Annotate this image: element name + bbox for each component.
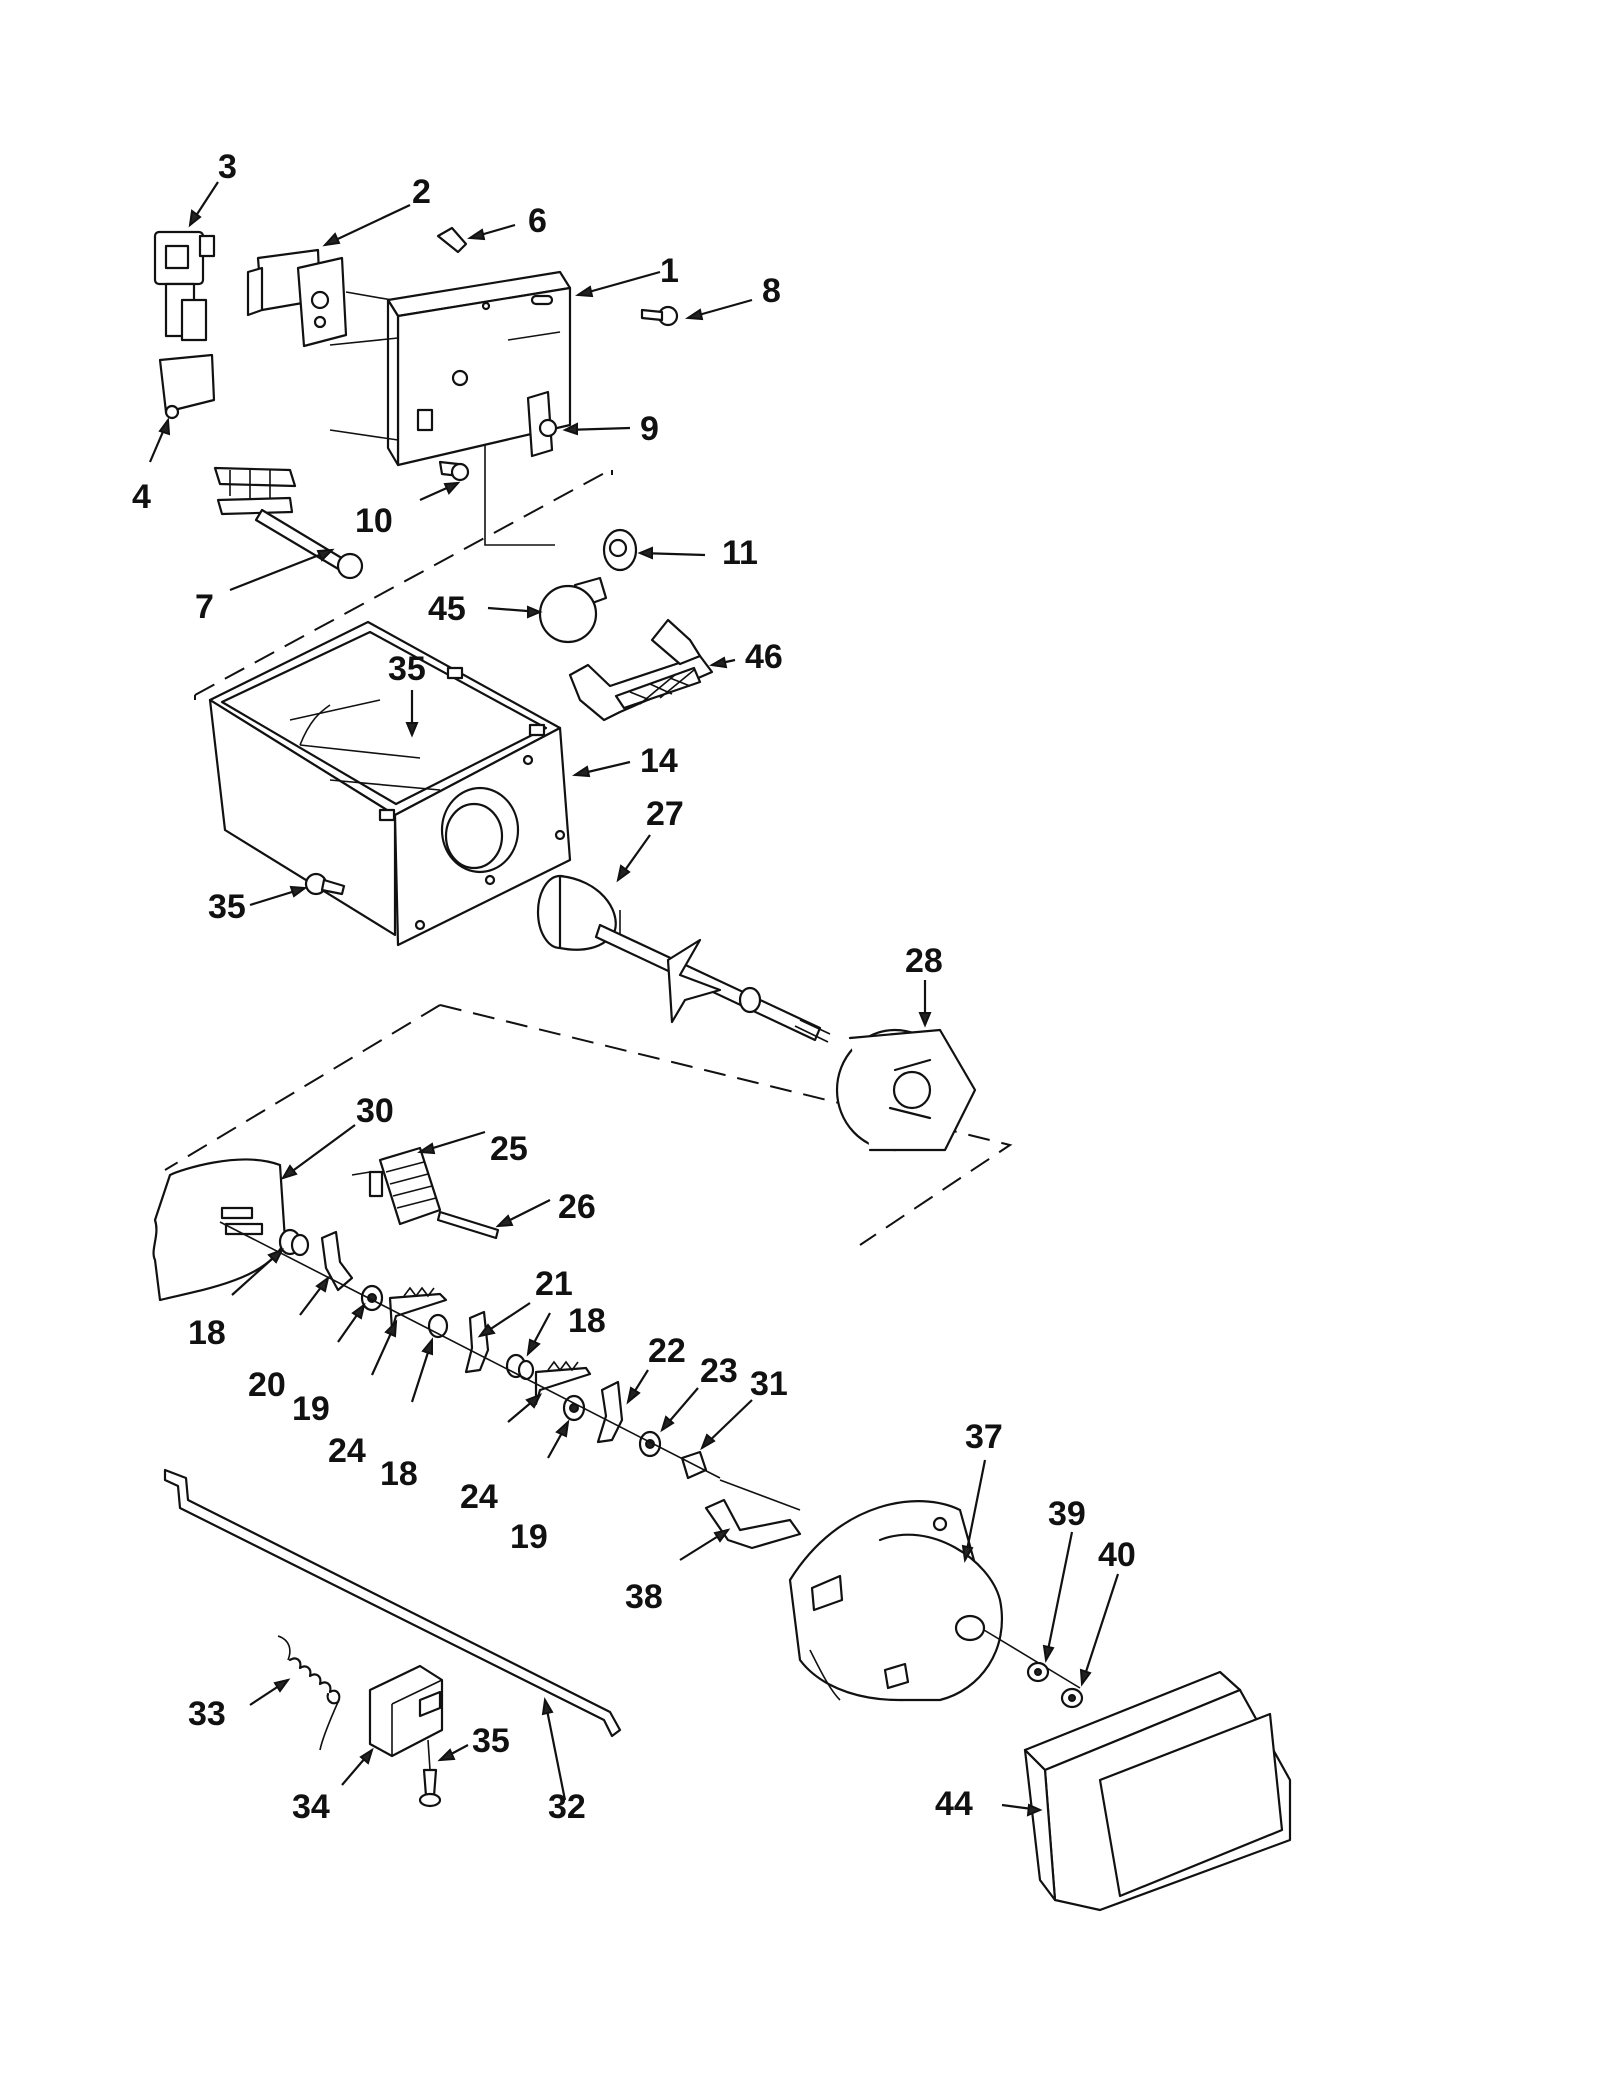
part-28-auger [594, 923, 977, 1152]
part-14-bin [208, 620, 572, 947]
part-38-connector [704, 1479, 802, 1550]
part-46-cover [568, 618, 714, 722]
callout-46: 46 [745, 638, 783, 676]
part-44-cover [1023, 1670, 1292, 1912]
part-3-valve [153, 230, 216, 420]
part-26-shaft [436, 1210, 500, 1240]
callout-18-left: 18 [188, 1314, 226, 1352]
callout-26: 26 [558, 1188, 596, 1226]
callout-25: 25 [490, 1130, 528, 1168]
callout-22: 22 [648, 1332, 686, 1370]
callout-18-right: 18 [568, 1302, 606, 1340]
callout-18-mid: 18 [380, 1455, 418, 1493]
callout-1: 1 [660, 252, 679, 290]
small-parts-chain [219, 1221, 721, 1480]
part-10-screw [438, 460, 470, 482]
part-35b-screw [304, 872, 346, 896]
callout-27: 27 [646, 795, 684, 833]
part-45-bulb [538, 576, 608, 644]
part-7-harness [213, 466, 364, 580]
callout-32: 32 [548, 1788, 586, 1826]
part-8-screw [640, 305, 679, 327]
part-33-spring [277, 1635, 341, 1751]
part-34-bracket [368, 1664, 444, 1758]
callout-28: 28 [905, 942, 943, 980]
part-39-40-washers [983, 1629, 1084, 1709]
callout-4: 4 [132, 478, 151, 516]
callout-14: 14 [640, 742, 678, 780]
callout-7: 7 [195, 588, 214, 626]
callout-31: 31 [750, 1365, 788, 1403]
callout-6: 6 [528, 202, 547, 240]
callout-11: 11 [722, 534, 758, 572]
part-2-module [246, 248, 393, 348]
callout-35-lower: 35 [208, 888, 246, 926]
callout-10: 10 [355, 502, 393, 540]
part-25-crusher [351, 1146, 442, 1226]
callout-34: 34 [292, 1788, 330, 1826]
assembly-outlines [164, 400, 1013, 1246]
part-37-motor [788, 1500, 1003, 1702]
leader-lines [148, 181, 1120, 1817]
callout-35-bottom: 35 [472, 1722, 510, 1760]
part-9-bracket [526, 390, 558, 458]
callout-38: 38 [625, 1578, 663, 1616]
callout-20: 20 [248, 1366, 286, 1404]
callout-19-left: 19 [292, 1390, 330, 1428]
callout-8: 8 [762, 272, 781, 310]
part-6-clip [436, 226, 468, 254]
callout-19-right: 19 [510, 1518, 548, 1556]
callout-39: 39 [1048, 1495, 1086, 1533]
callout-45: 45 [428, 590, 466, 628]
part-11-socket [602, 528, 638, 572]
callout-33: 33 [188, 1695, 226, 1733]
part-32-rod [163, 1468, 622, 1738]
callout-3: 3 [218, 148, 237, 186]
callout-44: 44 [935, 1785, 973, 1823]
callout-21: 21 [535, 1265, 573, 1303]
callout-30: 30 [356, 1092, 394, 1130]
part-1-housing [329, 270, 572, 467]
callout-24-left: 24 [328, 1432, 366, 1470]
callout-9: 9 [640, 410, 659, 448]
callout-23: 23 [700, 1352, 738, 1390]
callout-24-right: 24 [460, 1478, 498, 1516]
callout-37: 37 [965, 1418, 1003, 1456]
callout-35: 35 [388, 650, 426, 688]
callout-40: 40 [1098, 1536, 1136, 1574]
part-35c-screw [418, 1739, 442, 1808]
callout-labels: 3 2 6 1 8 9 4 10 11 7 45 46 35 14 27 35 … [132, 148, 1136, 1826]
part-30-plate [152, 1158, 287, 1302]
callout-2: 2 [412, 173, 431, 211]
